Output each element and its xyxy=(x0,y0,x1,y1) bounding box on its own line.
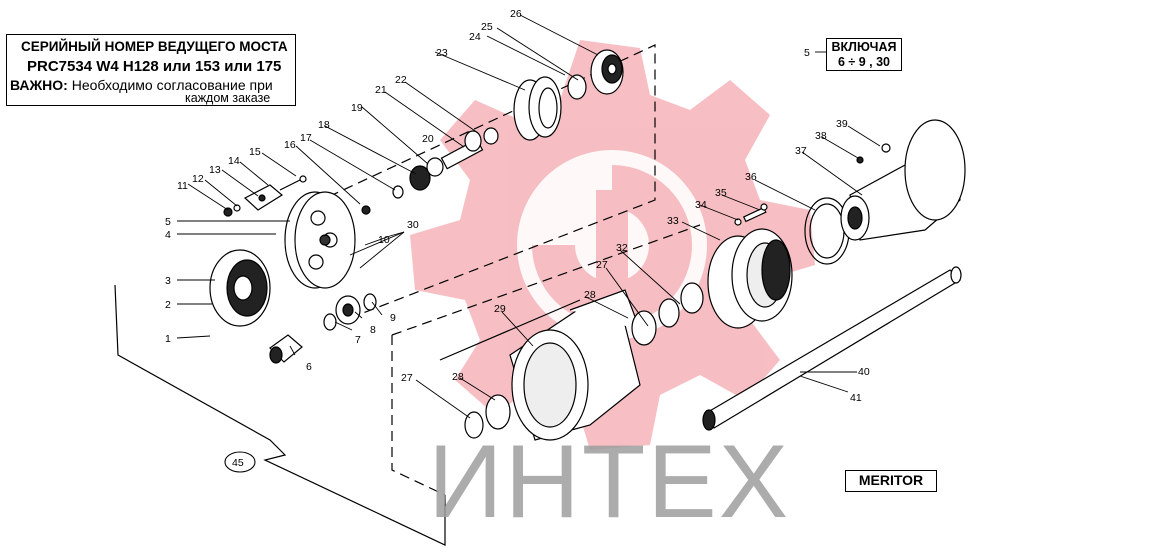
label-35: 35 xyxy=(715,187,727,199)
label-39: 39 xyxy=(836,118,848,130)
label-22: 22 xyxy=(395,74,407,86)
assembly-outline xyxy=(114,284,581,546)
label-10: 10 xyxy=(378,234,390,246)
includes-box: ВКЛЮЧАЯ 6 ÷ 9 , 30 xyxy=(826,38,902,71)
brand-box: MERITOR xyxy=(845,470,937,492)
label-26: 26 xyxy=(510,8,522,20)
header-line-3: ВАЖНО: Необходимо согласование при xyxy=(10,77,273,93)
part-8-planet-gear xyxy=(323,293,377,331)
label-14: 14 xyxy=(228,155,240,167)
part-4-carrier-plate xyxy=(284,191,356,289)
label-29: 29 xyxy=(494,303,506,315)
important-label: ВАЖНО: xyxy=(10,77,68,93)
label-19: 19 xyxy=(351,102,363,114)
label-20: 20 xyxy=(422,133,434,145)
serial-number-note: СЕРИЙНЫЙ НОМЕР ВЕДУЩЕГО МОСТА PRC7534 W4… xyxy=(6,34,296,106)
label-3: 3 xyxy=(165,275,171,287)
label-24: 24 xyxy=(469,31,481,43)
label-25: 25 xyxy=(481,21,493,33)
header-line-4: каждом заказе xyxy=(185,91,271,105)
svg-text:45: 45 xyxy=(232,457,244,469)
parts-11-16-fasteners xyxy=(223,175,307,217)
label-38: 38 xyxy=(815,130,827,142)
includes-title: ВКЛЮЧАЯ xyxy=(831,40,897,54)
label-12: 12 xyxy=(192,173,204,185)
header-line-1: СЕРИЙНЫЙ НОМЕР ВЕДУЩЕГО МОСТА xyxy=(21,39,288,54)
label-5-include-ref: 5 xyxy=(804,47,810,59)
leader-lines xyxy=(176,14,881,419)
part-40-axle-shaft xyxy=(702,266,962,431)
label-16: 16 xyxy=(284,139,296,151)
label-9: 9 xyxy=(390,312,396,324)
label-30: 30 xyxy=(407,219,419,231)
label-6: 6 xyxy=(306,361,312,373)
label-18: 18 xyxy=(318,119,330,131)
label-36: 36 xyxy=(745,171,757,183)
part-3-cover-disc xyxy=(209,249,271,327)
label-15: 15 xyxy=(249,146,261,158)
label-11: 11 xyxy=(177,180,188,192)
label-34: 34 xyxy=(695,199,707,211)
assembly-ref-45: 45 xyxy=(224,451,256,473)
part-number-labels: 1 2 3 4 5 6 7 8 9 10 11 12 13 14 15 16 1… xyxy=(165,8,870,404)
label-27-lower: 27 xyxy=(401,372,413,384)
part-26-hub xyxy=(567,49,624,100)
label-13: 13 xyxy=(209,164,221,176)
label-2: 2 xyxy=(165,299,171,311)
parts-38-39-screw xyxy=(856,143,891,164)
label-5: 5 xyxy=(165,216,171,228)
header-line-2: PRC7534 W4 H128 или 153 или 175 xyxy=(27,58,282,75)
includes-range: 6 ÷ 9 , 30 xyxy=(837,55,891,69)
part-23-ring-gear xyxy=(513,76,562,141)
parts-17-22-stack xyxy=(361,127,499,215)
label-8: 8 xyxy=(370,324,376,336)
label-28-upper: 28 xyxy=(584,289,596,301)
part-6-pin xyxy=(269,334,303,364)
parts-34-35-bolt xyxy=(734,203,768,226)
label-1: 1 xyxy=(165,333,171,345)
group-boundary-lines xyxy=(299,44,701,496)
part-29-axle-housing xyxy=(509,289,641,441)
part-33-drive-gear xyxy=(707,228,793,329)
label-37: 37 xyxy=(795,145,807,157)
watermark-text: ИНТЕХ xyxy=(428,424,791,540)
label-33: 33 xyxy=(667,215,679,227)
label-23: 23 xyxy=(436,47,448,59)
label-17: 17 xyxy=(300,132,312,144)
part-37-spindle xyxy=(840,119,966,241)
label-40: 40 xyxy=(858,366,870,378)
parts-27-28-bearings-lower xyxy=(464,394,511,439)
label-27-upper: 27 xyxy=(596,259,608,271)
parts-27-28-bearings-upper xyxy=(631,282,704,346)
label-21: 21 xyxy=(375,84,387,96)
header-line-3-text: Необходимо согласование при xyxy=(67,77,273,93)
label-7: 7 xyxy=(355,334,361,346)
label-32: 32 xyxy=(616,242,628,254)
label-4: 4 xyxy=(165,229,171,241)
watermark-gear-logo xyxy=(410,40,815,450)
label-41: 41 xyxy=(850,392,862,404)
label-28-lower: 28 xyxy=(452,371,464,383)
